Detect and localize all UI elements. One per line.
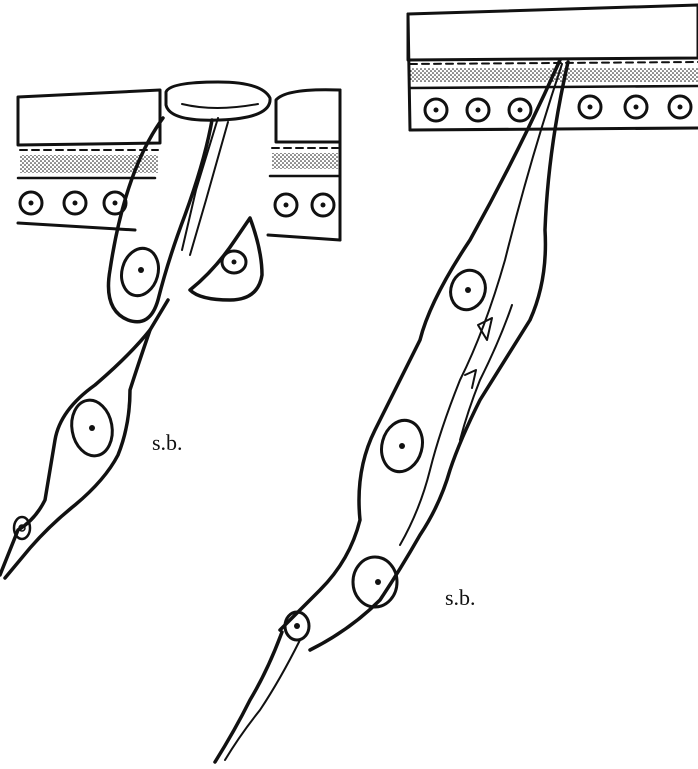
left-epithelium-right-block (268, 90, 340, 240)
right-epithelium (408, 5, 698, 130)
panel-label-left: s.b. (152, 430, 183, 455)
stippled-outer-layer (408, 5, 698, 60)
supporting-cell (190, 218, 262, 300)
panel-label-right: s.b. (445, 585, 476, 610)
column-nucleus-upper (445, 265, 491, 314)
column-nucleus-middle (376, 416, 428, 477)
right-panel: s.b. (215, 5, 698, 762)
stippled-outer-layer (276, 90, 340, 142)
epithelial-nuclei (275, 194, 334, 216)
epithelial-nuclei (20, 192, 126, 214)
fine-stippled-layer (272, 153, 338, 169)
epithelium-left-edge (408, 14, 410, 130)
nerve-fibre (0, 300, 168, 578)
inner-fibre (460, 305, 512, 440)
left-panel: s.b. (0, 82, 340, 578)
column-nucleus-small (285, 612, 309, 640)
branch-marker (465, 318, 492, 388)
stippled-outer-layer (18, 90, 160, 145)
schwann-cell-nucleus (67, 397, 116, 459)
dashed-boundary-line (410, 62, 698, 64)
receptor-cell (108, 118, 228, 322)
receptor-cell-dendrite (182, 118, 218, 250)
nucleus-layer-bottom-line (268, 235, 340, 240)
pore-cap (166, 82, 270, 120)
nerve-fibre (215, 632, 300, 762)
